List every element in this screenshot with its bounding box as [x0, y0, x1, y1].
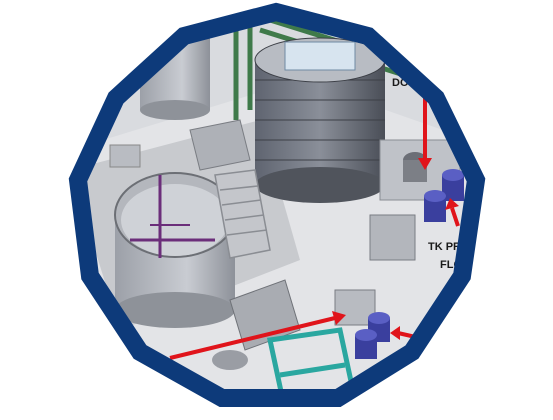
pump-house	[109, 119, 251, 171]
dosing-skid	[369, 139, 464, 261]
chemical-tank-1	[442, 169, 464, 201]
badge-frame	[68, 2, 486, 407]
clarifier-tank	[254, 37, 386, 203]
chemical-tank-4	[355, 329, 377, 359]
open-reactor-tank	[114, 172, 236, 328]
chemical-tank-2	[424, 190, 446, 222]
plant-scene: DOSI TK PRE FLOC	[78, 12, 476, 398]
filter-unit	[229, 279, 390, 359]
access-stairs	[214, 169, 271, 259]
teal-frame	[266, 327, 359, 398]
